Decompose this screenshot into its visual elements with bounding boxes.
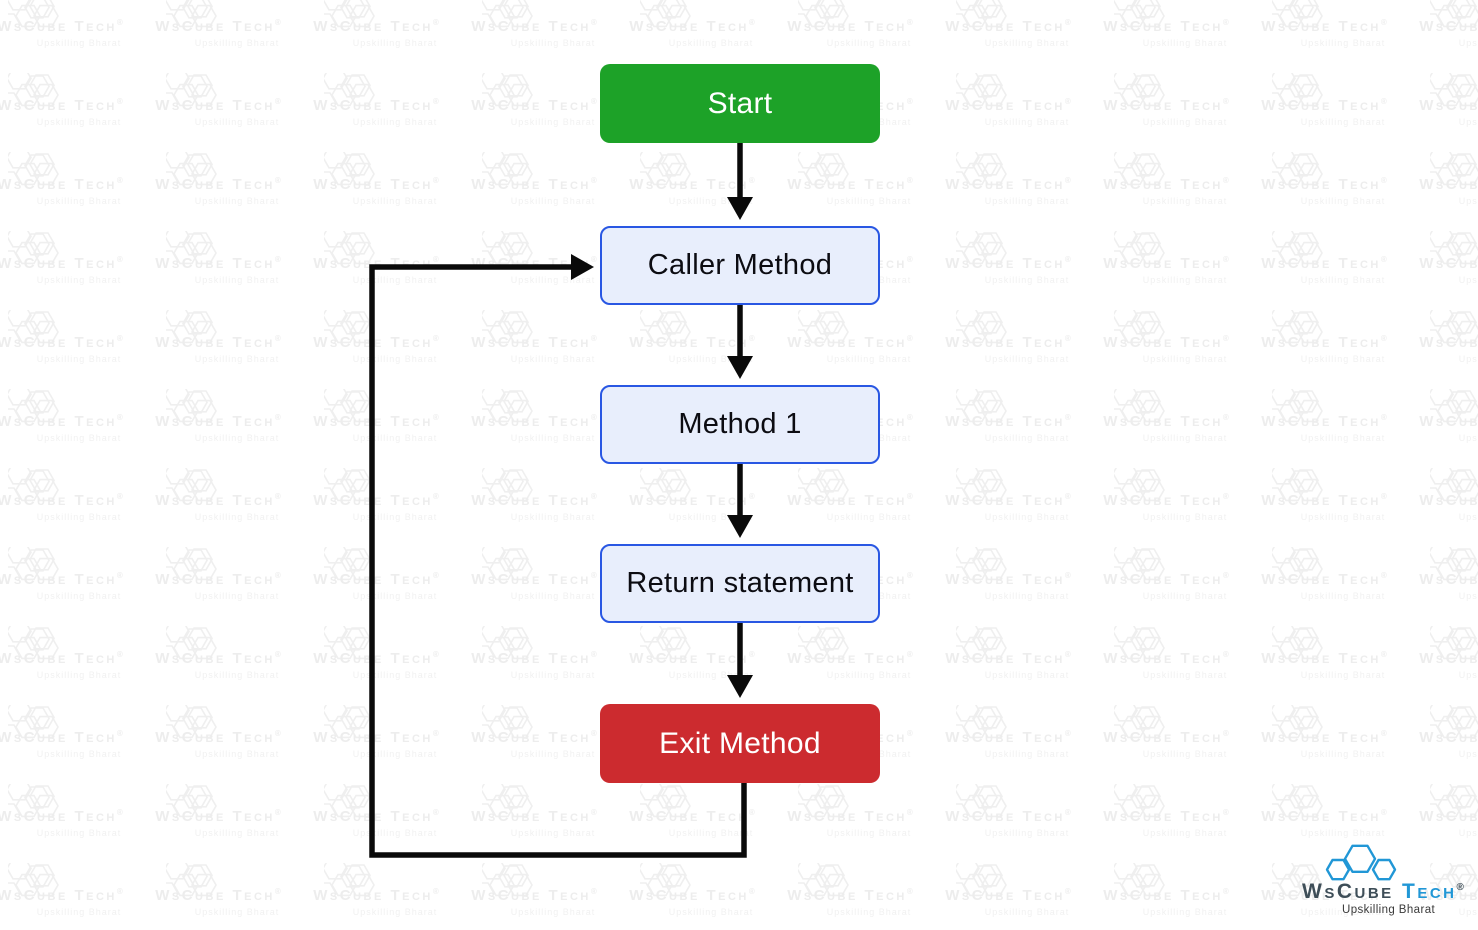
- arrowhead-return-to-exit: [727, 675, 753, 698]
- arrowhead-method1-to-return: [727, 515, 753, 538]
- logo-word-tech: Tech: [1402, 880, 1457, 903]
- arrowhead-caller-to-method1: [727, 356, 753, 379]
- logo-tagline: Upskilling Bharat: [1342, 904, 1436, 916]
- node-exit-method: Exit Method: [600, 704, 880, 783]
- node-return-statement: Return statement: [600, 544, 880, 623]
- arrowhead-start-to-caller: [727, 197, 753, 220]
- logo-registered-mark: ®: [1456, 882, 1464, 893]
- arrowhead-loop-back-to-caller: [571, 254, 594, 280]
- edge-exit-loop-back-to-caller: [369, 264, 747, 858]
- wscube-logo-text: WsCube Tech®: [1302, 880, 1464, 904]
- node-method-1: Method 1: [600, 385, 880, 464]
- logo-word-wscube: WsCube: [1302, 880, 1394, 903]
- wscube-logo: WsCube Tech® Upskilling Bharat: [1302, 842, 1464, 916]
- node-start: Start: [600, 64, 880, 143]
- wscube-hexagon-icon: [1325, 844, 1397, 881]
- node-caller-method: Caller Method: [600, 226, 880, 305]
